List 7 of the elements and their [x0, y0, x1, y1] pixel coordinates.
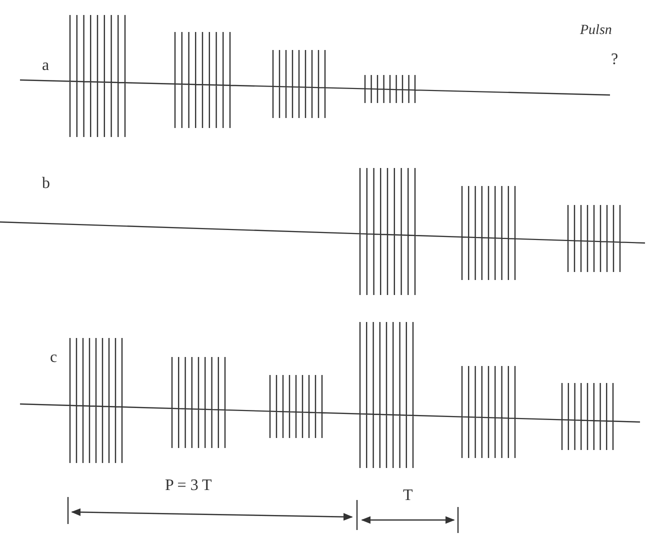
- text-label: ?: [611, 52, 618, 68]
- text-label: P = 3 T: [165, 478, 212, 494]
- text-label: Pulsn: [580, 24, 612, 38]
- text-label: a: [42, 58, 50, 74]
- text-label: T: [403, 488, 413, 504]
- text-label: c: [50, 350, 58, 366]
- text-label: b: [42, 176, 50, 192]
